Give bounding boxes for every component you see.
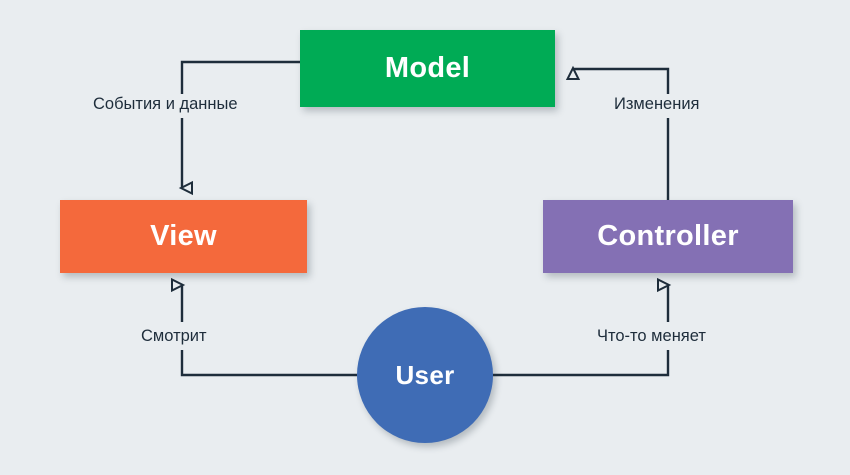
node-model-label: Model (384, 52, 471, 84)
node-controller-label: Controller (597, 220, 739, 252)
edge-controller-to-model (565, 65, 670, 200)
node-view-label: View (150, 220, 217, 252)
node-user[interactable]: User (357, 307, 493, 443)
edge-label-user-to-view: Смотрит (136, 326, 212, 346)
edge-label-model-to-view: События и данные (88, 94, 243, 114)
node-view[interactable]: View (60, 200, 307, 273)
edge-user-to-controller (493, 277, 672, 377)
node-model[interactable]: Model (300, 30, 555, 107)
node-user-label: User (395, 359, 455, 390)
edge-model-to-view (178, 60, 300, 196)
node-controller[interactable]: Controller (543, 200, 793, 273)
edge-label-user-to-controller: Что-то меняет (592, 326, 711, 346)
edge-label-controller-to-model: Изменения (609, 94, 705, 114)
edge-user-to-view (171, 277, 357, 377)
